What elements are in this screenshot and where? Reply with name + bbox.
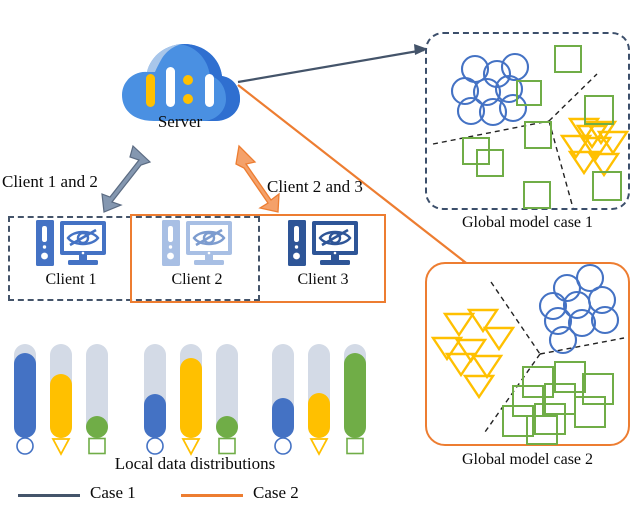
global-model-case-2-label: Global model case 2 bbox=[461, 451, 594, 468]
global-model-case-2-panel bbox=[425, 262, 630, 446]
case-2-scatter bbox=[430, 263, 625, 445]
circle-icon bbox=[146, 437, 164, 455]
decision-boundary bbox=[432, 73, 598, 209]
square-icon bbox=[346, 437, 364, 455]
gauge-fill-triangle bbox=[308, 393, 330, 438]
local-data-distribution-chart bbox=[0, 338, 390, 456]
circle-cluster bbox=[538, 263, 620, 355]
gauge-track bbox=[308, 344, 330, 438]
distribution-group-client-3 bbox=[272, 338, 372, 456]
client-label: Client 3 bbox=[297, 271, 349, 288]
client-label: Client 2 bbox=[171, 271, 223, 288]
square-scatter bbox=[462, 45, 622, 209]
gauge-fill-square bbox=[216, 416, 238, 438]
double-arrow-gray bbox=[101, 144, 152, 213]
gauge-fill-triangle bbox=[50, 374, 72, 438]
legend: Case 1 Case 2 bbox=[18, 483, 348, 507]
legend-line-case-2 bbox=[181, 494, 243, 497]
triangle-down-icon bbox=[51, 438, 71, 456]
gauge-fill-circle bbox=[144, 394, 166, 438]
client-card-3[interactable]: Client 3 bbox=[260, 216, 386, 301]
decision-boundary bbox=[484, 281, 625, 433]
distribution-group-client-1 bbox=[14, 338, 114, 456]
computer-privacy-icon bbox=[288, 220, 358, 266]
global-model-case-1-panel bbox=[425, 32, 630, 210]
gauge-fill-circle bbox=[14, 353, 36, 438]
class-marker-row bbox=[14, 434, 114, 458]
double-arrow-gray-wrap bbox=[101, 144, 152, 213]
gauge-fill-square bbox=[344, 353, 366, 438]
global-model-case-1-label: Global model case 1 bbox=[461, 214, 594, 231]
local-data-distributions-caption: Local data distributions bbox=[114, 454, 276, 473]
gauge-track bbox=[144, 344, 166, 438]
gauge-track bbox=[50, 344, 72, 438]
gauge-fill-circle bbox=[272, 398, 294, 438]
triangle-cluster bbox=[559, 117, 630, 178]
gauge-track bbox=[272, 344, 294, 438]
legend-label-case-1: Case 1 bbox=[90, 483, 136, 502]
square-icon bbox=[218, 437, 236, 455]
gauge-track bbox=[344, 344, 366, 438]
legend-line-case-1 bbox=[18, 494, 80, 497]
server-label: Server bbox=[157, 112, 203, 131]
triangle-down-icon bbox=[181, 438, 201, 456]
double-arrow-orange bbox=[235, 144, 280, 213]
case-1-scatter bbox=[432, 45, 630, 209]
triangle-cluster bbox=[430, 308, 516, 400]
arrow-to-global-case-1 bbox=[237, 44, 428, 84]
client-group-case-2-box bbox=[130, 214, 386, 303]
client-group-case-1-box bbox=[8, 216, 260, 301]
server-icon bbox=[118, 33, 242, 133]
gauge-track bbox=[216, 344, 238, 438]
gauge-fill-triangle bbox=[180, 358, 202, 438]
computer-privacy-icon bbox=[36, 220, 106, 266]
circle-cluster bbox=[450, 52, 530, 127]
legend-label-case-2: Case 2 bbox=[253, 483, 299, 502]
circle-icon bbox=[16, 437, 34, 455]
class-marker-row bbox=[144, 434, 244, 458]
triangle-down-icon bbox=[309, 438, 329, 456]
computer-privacy-icon bbox=[162, 220, 232, 266]
cloud-server-icon bbox=[122, 44, 240, 121]
square-cluster bbox=[502, 361, 614, 445]
client-card-2[interactable]: Client 2 bbox=[134, 216, 260, 301]
arrow-label-client-2-and-3: Client 2 and 3 bbox=[267, 177, 363, 196]
client-card-1[interactable]: Client 1 bbox=[8, 216, 134, 301]
distribution-group-client-2 bbox=[144, 338, 244, 456]
legend-item-case-1: Case 1 bbox=[18, 483, 178, 507]
square-icon bbox=[88, 437, 106, 455]
gauge-track bbox=[86, 344, 108, 438]
double-arrow-orange-wrap bbox=[235, 144, 280, 213]
legend-item-case-2: Case 2 bbox=[181, 483, 341, 507]
gauge-track bbox=[180, 344, 202, 438]
gauge-track bbox=[14, 344, 36, 438]
client-label: Client 1 bbox=[45, 271, 97, 288]
class-marker-row bbox=[272, 434, 372, 458]
arrow-label-client-1-and-2: Client 1 and 2 bbox=[2, 172, 98, 191]
gauge-fill-square bbox=[86, 416, 108, 438]
clients-row: Client 1 Client 2 bbox=[8, 216, 386, 301]
circle-icon bbox=[274, 437, 292, 455]
